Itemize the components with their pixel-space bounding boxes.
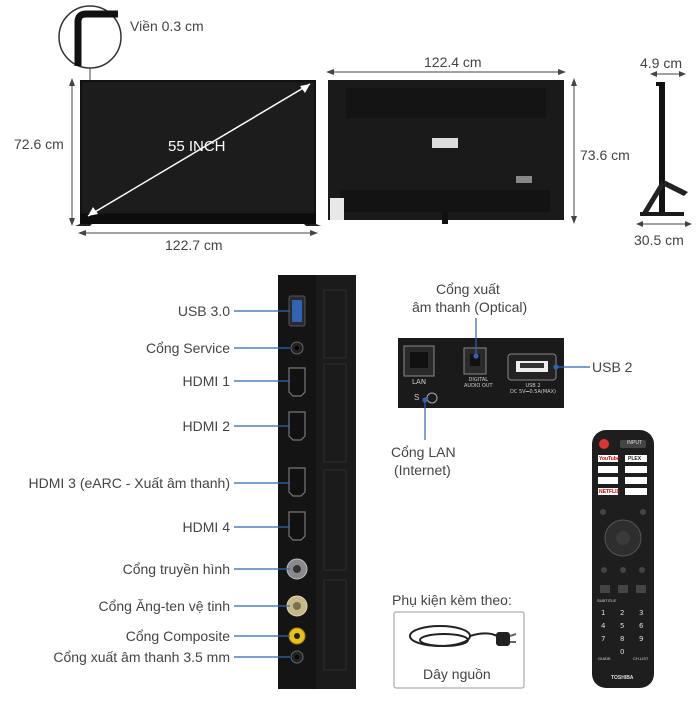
remote-key-5: 5 (620, 622, 625, 630)
port-label-hdmi2: HDMI 2 (182, 418, 230, 434)
port-label-tv: Cổng truyền hình (122, 561, 230, 577)
remote-key-7: 7 (601, 635, 606, 643)
remote-key-3: 3 (639, 609, 644, 617)
remote-key-9: 9 (639, 635, 644, 643)
front-width-label: 122.7 cm (165, 237, 223, 253)
remote-input-label: INPUT (627, 440, 642, 446)
panel-lan-text: LAN (412, 378, 427, 386)
remote-youtube-label: YouTube (599, 456, 620, 462)
remote-plex-label: PLEX (628, 456, 642, 462)
back-height-label: 73.6 cm (580, 147, 630, 163)
lan-label-line1: Cổng LAN (391, 444, 456, 460)
diagonal-label: 55 INCH (168, 138, 226, 155)
remote-key-2: 2 (620, 609, 625, 617)
port-label-hdmi4: HDMI 4 (182, 519, 230, 535)
remote-key-0: 0 (620, 648, 625, 656)
panel-s-text: S (414, 393, 420, 402)
remote-key-4: 4 (601, 622, 606, 630)
remote-chlist-label: CH.LIST (633, 656, 649, 661)
remote-guide-label: GUIDE (598, 656, 611, 661)
port-label-usb3: USB 3.0 (177, 303, 230, 319)
port-label-satellite: Cổng Ăng-ten vệ tinh (98, 598, 230, 614)
bezel-label: Viền 0.3 cm (130, 18, 204, 34)
port-label-hdmi1: HDMI 1 (182, 373, 230, 389)
optical-label-line1: Cổng xuất (436, 281, 500, 297)
remote-key-1: 1 (601, 609, 606, 617)
accessory-power-cord: Dây nguồn (423, 666, 491, 682)
port-label-composite: Cổng Composite (125, 628, 230, 644)
port-label-service: Cổng Service (145, 340, 230, 356)
port-label-hdmi3: HDMI 3 (eARC - Xuất âm thanh) (28, 475, 230, 491)
accessories-title: Phụ kiện kèm theo: (392, 592, 512, 608)
remote-key-6: 6 (639, 622, 644, 630)
accessory-box (393, 611, 525, 689)
panel-usb2-text: USB 2 DC 5V⎓0.5A(MAX) (510, 383, 556, 395)
remote-subtitle-label: SUBTITLE (597, 598, 617, 603)
remote-key-8: 8 (620, 635, 625, 643)
side-depth-top-label: 4.9 cm (640, 55, 683, 71)
front-height-label: 72.6 cm (14, 136, 64, 152)
remote-netflix-label: NETFLIX (599, 489, 620, 495)
usb2-label: USB 2 (592, 359, 633, 375)
optical-label-line2: âm thanh (Optical) (412, 299, 528, 315)
remote-brand-label: TOSHIBA (611, 675, 634, 681)
port-label-audio35: Cổng xuất âm thanh 3.5 mm (53, 649, 230, 665)
tv-side-profile (659, 86, 665, 214)
panel-digital-text: DIGITAL AUDIO OUT (464, 377, 493, 389)
back-width-label: 122.4 cm (424, 54, 482, 70)
lan-label-line2: (Internet) (394, 462, 451, 478)
side-depth-stand-label: 30.5 cm (634, 232, 684, 248)
